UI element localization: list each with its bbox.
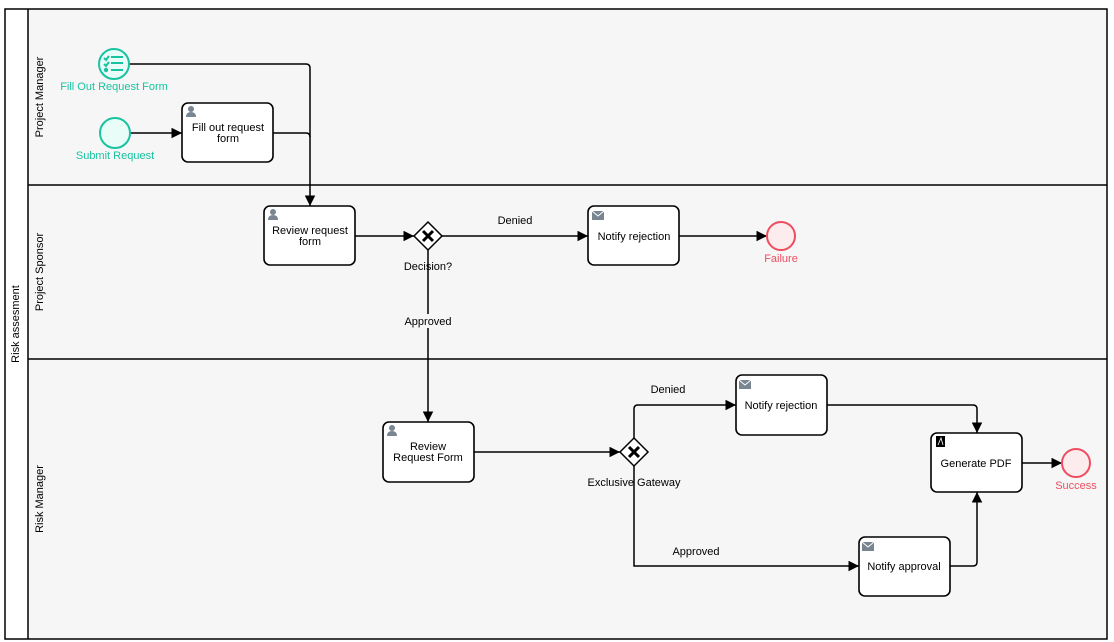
flow-rejection-to-pdf[interactable]: [827, 404, 983, 433]
task-notify-rejection[interactable]: Notify rejection: [587, 205, 680, 266]
task-notify-rejection-risk[interactable]: Notify rejection: [735, 374, 828, 436]
svg-text:Generate PDF: Generate PDF: [941, 458, 1012, 470]
end-event-label: Failure: [764, 253, 798, 265]
svg-text:Fill out request: Fill out request: [192, 122, 264, 134]
pool-label: Risk assesment: [10, 285, 22, 363]
svg-text:form: form: [299, 236, 321, 248]
flow-approved-2[interactable]: [633, 466, 859, 572]
task-notify-approval[interactable]: Notify approval: [858, 536, 951, 597]
svg-text:Notify rejection: Notify rejection: [598, 231, 671, 243]
flow-label-approved-2: Approved: [672, 546, 719, 558]
svg-text:Notify approval: Notify approval: [867, 561, 940, 573]
start-event-submit[interactable]: [99, 117, 131, 149]
start-event-label: Submit Request: [76, 150, 154, 162]
end-event-success[interactable]: [1061, 448, 1091, 478]
flow-form-to-review[interactable]: [129, 63, 316, 206]
pdf-icon: [936, 436, 945, 447]
svg-text:Notify rejection: Notify rejection: [745, 400, 818, 412]
flow-label-approved: Approved: [404, 316, 451, 328]
flow-fill-to-review[interactable]: [273, 132, 311, 138]
sequence-flows: [129, 63, 1062, 572]
gateway-label: Exclusive Gateway: [588, 477, 681, 489]
checklist-icon: [103, 55, 123, 73]
gateway-decision[interactable]: [412, 220, 444, 252]
lane-label-project-manager: Project Manager: [34, 56, 46, 137]
pool: [4, 8, 1108, 640]
svg-text:Request Form: Request Form: [393, 452, 463, 464]
mail-icon: [738, 379, 752, 390]
svg-text:form: form: [217, 133, 239, 145]
flow-label-denied: Denied: [498, 215, 533, 227]
gateway-exclusive[interactable]: [618, 436, 650, 468]
end-event-failure[interactable]: [766, 221, 796, 251]
task-review-request-form-risk[interactable]: Review Request Form: [382, 421, 475, 483]
x-icon: [421, 229, 435, 243]
x-icon: [627, 445, 641, 459]
svg-text:Review request: Review request: [272, 225, 348, 237]
mail-icon: [591, 210, 605, 221]
lane-label-project-sponsor: Project Sponsor: [34, 233, 46, 312]
lane-label-risk-manager: Risk Manager: [34, 465, 46, 533]
start-event-fill-out-form[interactable]: [98, 48, 130, 80]
task-review-request-form[interactable]: Review request form: [263, 205, 356, 266]
svg-text:Review: Review: [410, 441, 446, 453]
mail-icon: [861, 541, 875, 552]
gateway-label: Decision?: [404, 261, 452, 273]
flow-approval-to-pdf[interactable]: [950, 492, 983, 567]
task-generate-pdf[interactable]: Generate PDF: [930, 432, 1023, 493]
task-fill-out-request-form[interactable]: Fill out request form: [181, 102, 274, 163]
flow-denied-2[interactable]: [633, 399, 736, 438]
start-event-label: Fill Out Request Form: [60, 81, 168, 93]
end-event-label: Success: [1055, 480, 1097, 492]
flow-label-denied-2: Denied: [651, 384, 686, 396]
